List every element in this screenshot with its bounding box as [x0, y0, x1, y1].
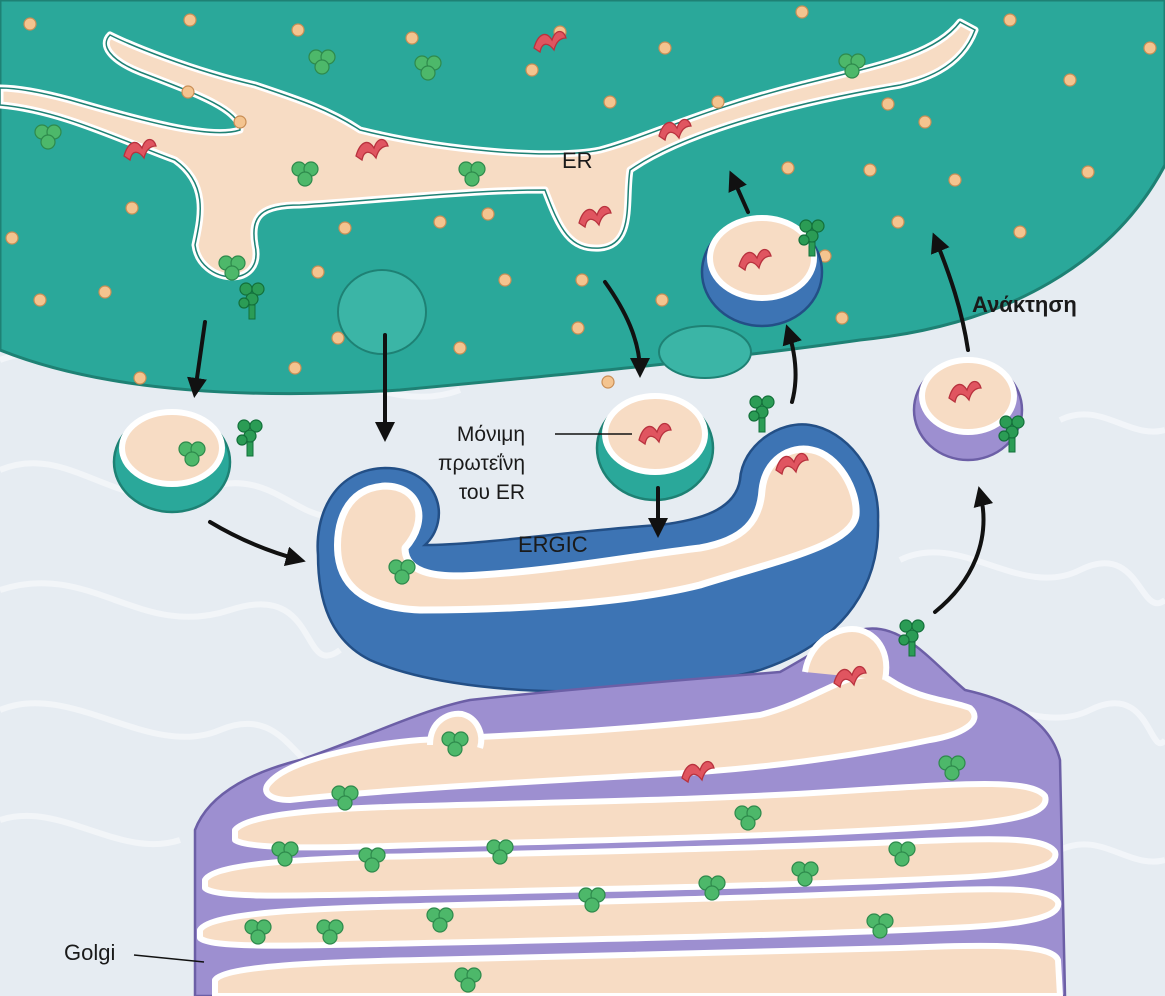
ergic-compartment — [316, 395, 880, 693]
vesicle-icon — [112, 409, 263, 514]
receptor-icon — [748, 395, 775, 433]
vesicle-icon — [912, 357, 1025, 462]
resident-protein-label: Μόνιμη πρωτεΐνη του ER — [438, 420, 525, 507]
resident-protein-label-line: πρωτεΐνη — [438, 452, 526, 475]
vesicle-icon — [595, 393, 715, 502]
resident-protein-label-line: Μόνιμη — [456, 423, 526, 446]
vesicle-icon — [700, 215, 825, 328]
retrieval-label: Ανάκτηση — [972, 292, 1077, 317]
ergic-label: ERGIC — [518, 532, 588, 557]
leader-line — [133, 433, 632, 963]
arrow-icon — [187, 170, 994, 614]
resident-protein-label-line: του ER — [458, 481, 526, 504]
er-label: ER — [562, 148, 593, 173]
golgi-stack — [193, 619, 1067, 996]
ribosome-icon — [5, 5, 1157, 389]
endoplasmic-reticulum — [0, 0, 1165, 396]
golgi-label: Golgi — [64, 940, 116, 965]
